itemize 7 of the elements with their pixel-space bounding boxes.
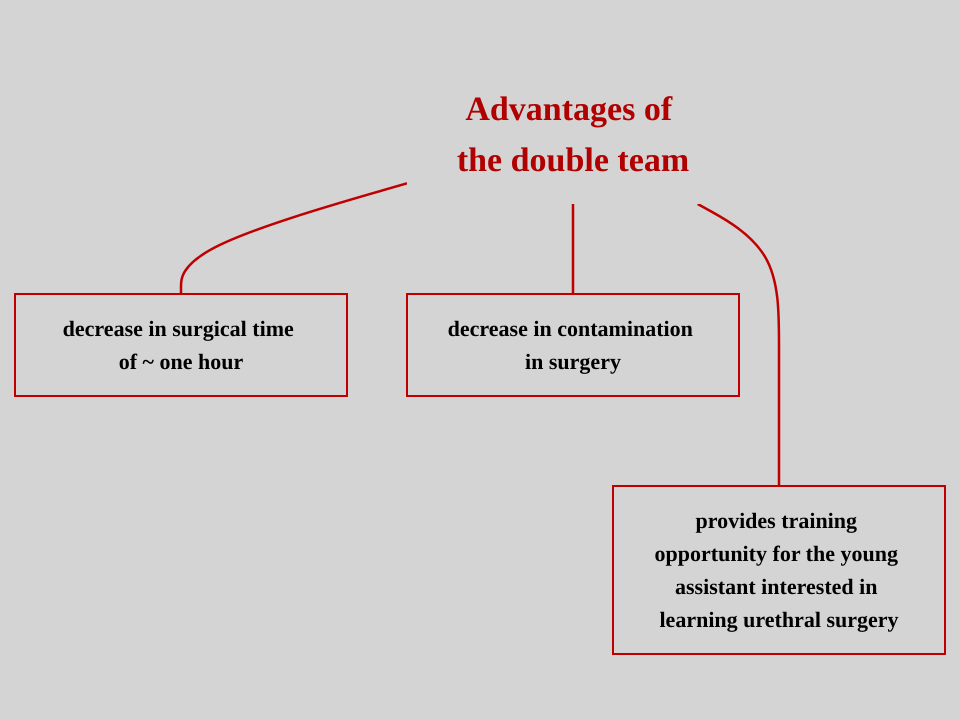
connector	[697, 202, 780, 486]
node-text: Advantages of the double team	[456, 91, 690, 179]
node-box: decrease in contamination in surgery	[406, 293, 740, 397]
node-box: decrease in surgical time of ~ one hour	[14, 293, 348, 397]
node-box: provides training opportunity for the young assistant interested in learning urethral surgery	[612, 485, 946, 655]
connector	[180, 182, 408, 294]
connector	[572, 204, 574, 294]
